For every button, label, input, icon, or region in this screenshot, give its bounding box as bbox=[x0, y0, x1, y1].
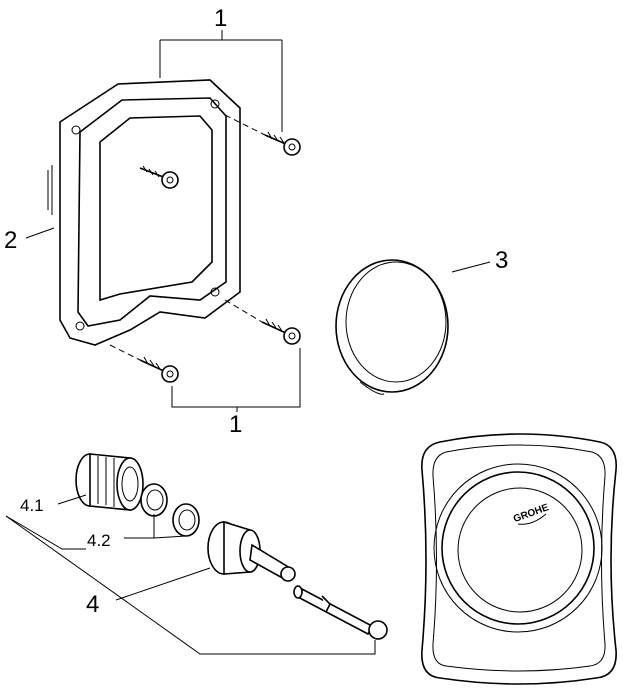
leader-3 bbox=[451, 261, 491, 273]
screw-bottom-right bbox=[224, 299, 301, 345]
screw-bottom-left bbox=[109, 344, 179, 383]
screw-top-right bbox=[224, 114, 301, 156]
actuator-rod bbox=[293, 585, 388, 640]
label-4: 4 bbox=[86, 591, 99, 618]
label-2: 2 bbox=[4, 227, 17, 254]
mounting-frame bbox=[47, 79, 241, 346]
label-3: 3 bbox=[495, 247, 508, 274]
valve-body bbox=[207, 520, 296, 582]
seal-rings bbox=[140, 483, 200, 537]
label-1-bottom: 1 bbox=[229, 411, 242, 438]
trim-ring bbox=[335, 259, 449, 395]
leader-2 bbox=[25, 227, 55, 239]
cover-plate bbox=[421, 433, 617, 685]
label-4-1: 4.1 bbox=[20, 496, 44, 515]
cartridge-housing bbox=[75, 453, 144, 511]
label-4-2: 4.2 bbox=[87, 531, 111, 550]
label-1-top: 1 bbox=[214, 5, 227, 32]
leader-1-bottom bbox=[171, 348, 301, 412]
leader-4 bbox=[5, 494, 376, 655]
screw-top-left bbox=[139, 165, 179, 189]
